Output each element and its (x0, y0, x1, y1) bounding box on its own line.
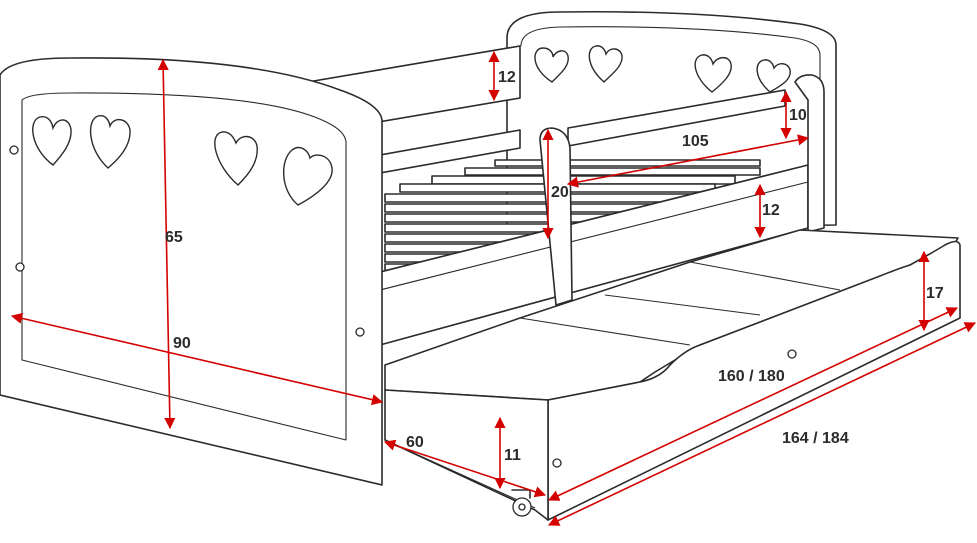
dimension-lines (10, 50, 977, 526)
dimension-labels: 65 90 12 10 105 20 12 17 160 / 180 60 11… (165, 69, 944, 464)
label-60: 60 (406, 434, 424, 451)
label-12-back: 12 (498, 69, 516, 86)
bolt-hole (15, 262, 25, 272)
drawer-hole (787, 349, 797, 359)
right-post (794, 74, 825, 233)
heart-icon (588, 45, 623, 83)
front-guard-rail (379, 89, 809, 346)
label-10: 10 (789, 107, 807, 124)
bolt-hole (9, 145, 19, 155)
front-headboard (0, 57, 383, 486)
heart-icon (214, 131, 258, 186)
label-164-184: 164 / 184 (782, 430, 849, 447)
label-90: 90 (173, 335, 191, 352)
label-105: 105 (682, 133, 709, 150)
label-17: 17 (926, 285, 944, 302)
bolt-hole (355, 327, 365, 337)
label-12-front: 12 (762, 202, 780, 219)
drawer-hole (552, 458, 562, 468)
label-11: 11 (504, 447, 521, 464)
label-160-180: 160 / 180 (718, 368, 785, 385)
label-65: 65 (165, 229, 183, 246)
heart-icon (282, 146, 333, 206)
label-20: 20 (551, 184, 569, 201)
heart-icon (756, 59, 791, 93)
heart-icon (694, 54, 732, 93)
heart-icon (534, 47, 569, 83)
heart-icon (89, 114, 131, 169)
heart-icon (32, 115, 72, 166)
